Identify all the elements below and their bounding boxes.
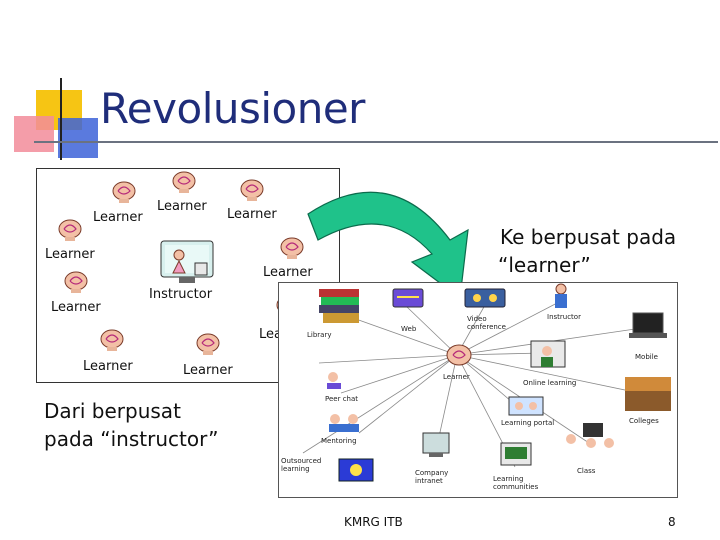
learner-face-icon <box>64 271 88 293</box>
node-outsourced-learning: Outsourced learning <box>281 457 322 473</box>
learner-label: Learner <box>51 300 101 315</box>
node-peer-chat: Peer chat <box>325 395 359 403</box>
outsourced-learning-icon <box>338 458 374 482</box>
learner-face-icon <box>112 181 136 203</box>
page-number: 8 <box>668 515 676 529</box>
footer-org: KMRG ITB <box>344 515 403 529</box>
mentoring-icon <box>329 414 359 432</box>
deco-blue-square <box>58 118 98 158</box>
web-icon <box>392 288 424 308</box>
node-instructor: Instructor <box>547 313 581 321</box>
online-learning-icon <box>530 340 566 368</box>
library-icon <box>319 289 359 323</box>
caption-learner-centered-line1: Ke berpusat pada <box>500 225 677 249</box>
node-video-conference: Video conference <box>467 315 506 331</box>
learner-label: Learner <box>157 199 207 214</box>
caption-learner-centered-line2: “learner” <box>498 253 591 277</box>
caption-instructor-centered-line2: pada “instructor” <box>44 427 219 451</box>
caption-instructor-centered-line1: Dari berpusat <box>44 399 181 423</box>
node-mentoring: Mentoring <box>321 437 357 445</box>
node-company-intranet: Company intranet <box>415 469 449 485</box>
peer-chat-icon <box>327 372 341 389</box>
node-mobile: Mobile <box>635 353 658 361</box>
learner-label: Learner <box>263 265 313 280</box>
video-conference-icon <box>464 288 506 308</box>
node-online-learning: Online learning <box>523 379 577 387</box>
learner-face-icon <box>280 237 304 259</box>
learning-communities-icon <box>500 442 532 466</box>
learner-face-icon <box>58 219 82 241</box>
instructor-figure-icon <box>555 283 567 308</box>
learning-portal-icon <box>508 396 544 416</box>
node-web: Web <box>401 325 417 333</box>
learner-face-icon <box>240 179 264 201</box>
learner-label-partial: Lea <box>259 327 282 342</box>
node-library: Library <box>307 331 332 339</box>
instructor-label: Instructor <box>149 287 213 302</box>
node-class: Class <box>577 467 596 475</box>
learner-label: Learner <box>227 207 277 222</box>
learner-label: Learner <box>45 247 95 262</box>
laptop-icon <box>629 312 667 338</box>
learner-label: Learner <box>83 359 133 374</box>
node-learning-communities: Learning communities <box>493 475 539 491</box>
learner-label: Learner <box>93 210 143 225</box>
curved-arrow-icon <box>307 191 469 300</box>
learner-centered-panel: Library Web Video conference Instructor … <box>278 282 678 498</box>
title-rule <box>34 141 718 143</box>
colleges-icon <box>625 377 671 411</box>
learner-face-icon <box>196 333 220 355</box>
deco-pink-square <box>14 116 54 152</box>
learner-face-icon <box>446 344 472 366</box>
company-intranet-icon <box>422 432 450 457</box>
node-learner-center: Learner <box>443 373 470 381</box>
page-title: Revolusioner <box>100 84 365 133</box>
learner-face-icon <box>100 329 124 351</box>
learner-face-icon <box>172 171 196 193</box>
learner-label: Learner <box>183 363 233 378</box>
node-colleges: Colleges <box>629 417 659 425</box>
instructor-icon <box>160 240 214 283</box>
instructor-centered-panel: Learner Learner Learner Learner Learner … <box>36 168 340 383</box>
network-spokes <box>302 283 671 482</box>
class-icon <box>566 423 614 448</box>
title-vertical-bar <box>60 78 62 160</box>
node-learning-portal: Learning portal <box>501 419 555 427</box>
